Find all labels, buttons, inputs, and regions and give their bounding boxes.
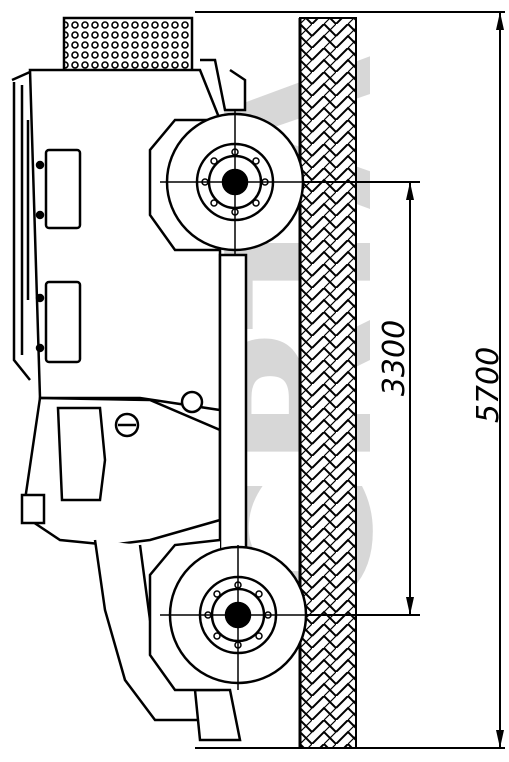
chassis-rail bbox=[218, 253, 248, 567]
wheel-centre-lines bbox=[160, 110, 310, 690]
roof-rack bbox=[62, 16, 194, 78]
overall-length-dimension bbox=[195, 11, 505, 749]
wheelbase-label: 3300 bbox=[377, 320, 412, 396]
side-window-rear bbox=[44, 148, 82, 230]
side-window-middle bbox=[44, 280, 82, 364]
door-window bbox=[56, 406, 107, 502]
ground-hatch bbox=[299, 17, 357, 749]
overall-length-label: 5700 bbox=[471, 347, 506, 423]
